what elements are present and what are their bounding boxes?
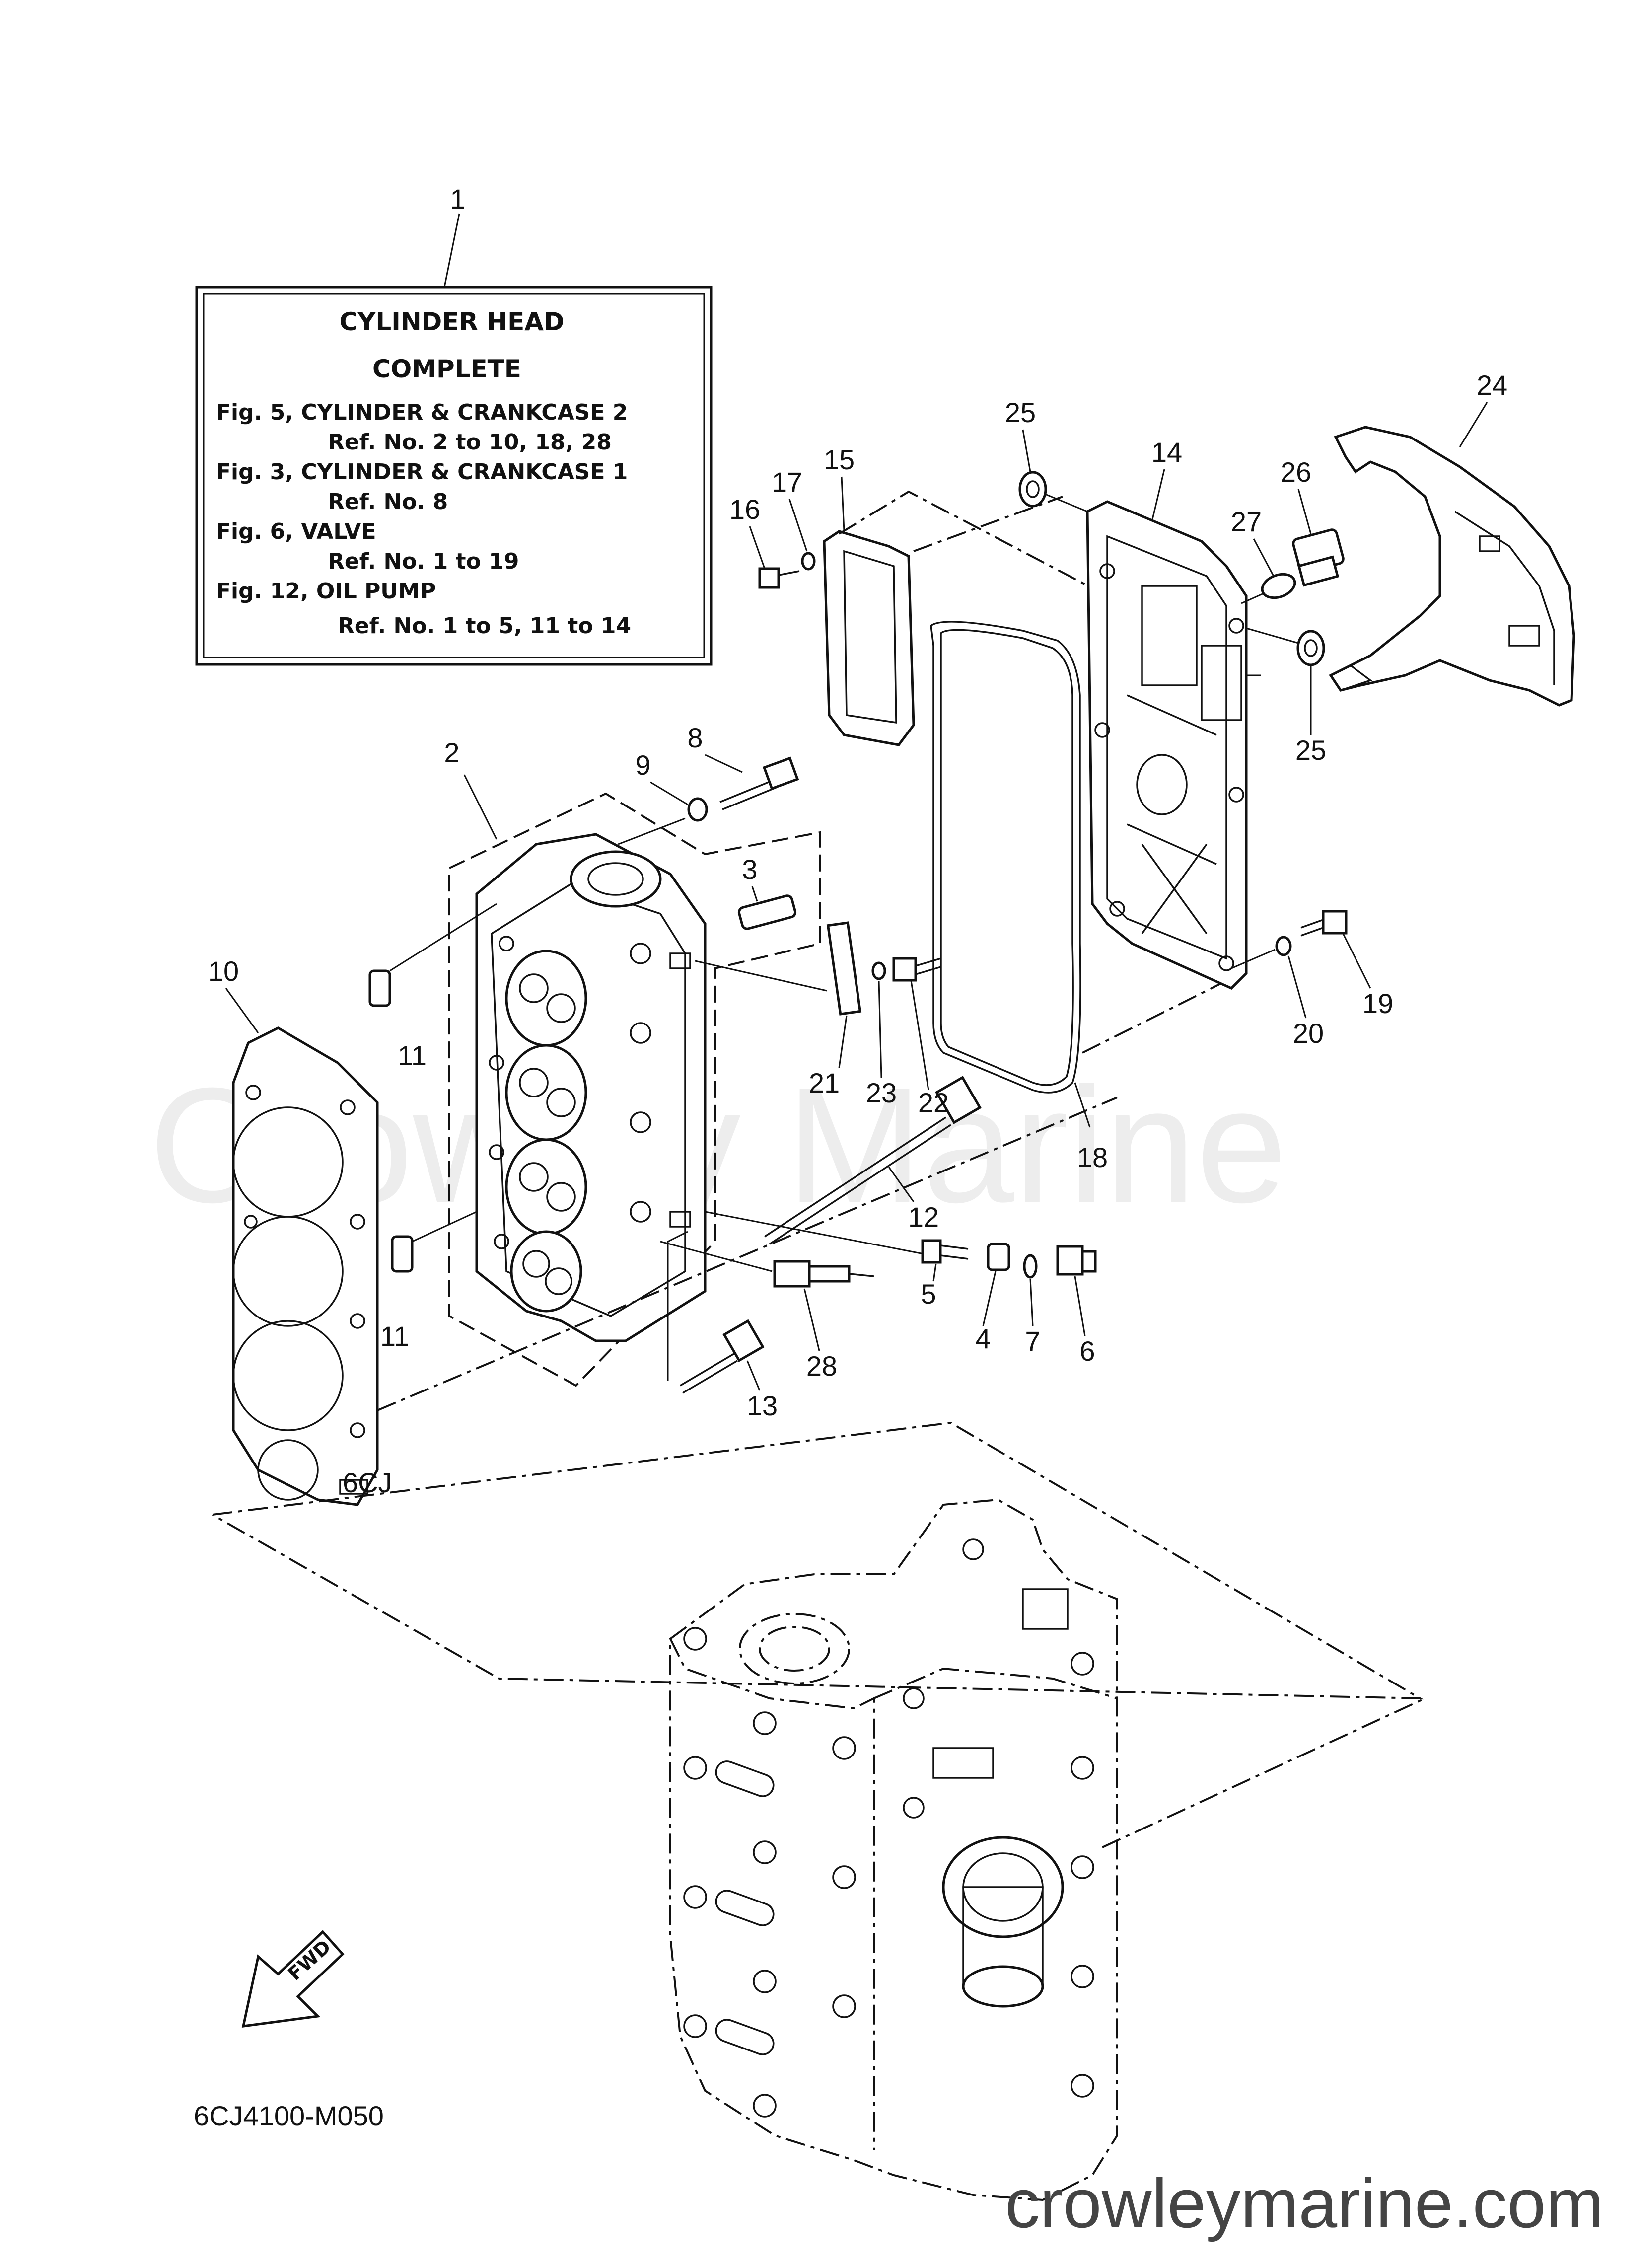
oil-cap-26: [1292, 528, 1345, 587]
callout-2: 2: [444, 737, 459, 768]
callout-11-upper: 11: [398, 1040, 427, 1071]
collar-4: [987, 1243, 1010, 1271]
callout-labels: 1 2 3 4 5 6 7 8 9 10 11 11 12 13 14 15 1…: [208, 183, 1507, 1421]
callout-25-upper: 25: [1005, 397, 1036, 428]
legend-line-6: Ref. No. 1 to 19: [328, 549, 519, 574]
legend-line-3: Fig. 3, CYLINDER & CRANKCASE 1: [216, 459, 628, 485]
bolt-16: [758, 567, 800, 589]
grommet-25-upper: [1018, 471, 1047, 508]
callout-4: 4: [975, 1323, 991, 1354]
dowel-pin-lower: [391, 1235, 414, 1273]
diagram-code: 6CJ4100-M050: [194, 2100, 384, 2131]
callout-25-lower: 25: [1295, 734, 1326, 766]
crankcase-block: [212, 1421, 1426, 2201]
bolt-8: [719, 756, 799, 810]
callout-14: 14: [1151, 437, 1182, 468]
bracket-24: [1329, 426, 1575, 707]
callout-21: 21: [809, 1067, 840, 1098]
callout-9: 9: [635, 749, 650, 781]
bolt-19: [1300, 910, 1348, 937]
plug-6: [1056, 1245, 1097, 1276]
callout-26: 26: [1281, 456, 1311, 488]
callout-28: 28: [806, 1350, 837, 1382]
cover-14: [1086, 500, 1248, 990]
callout-11-lower: 11: [380, 1320, 409, 1352]
gasket-18: [930, 621, 1081, 1094]
callout-23: 23: [866, 1077, 897, 1108]
callout-16: 16: [729, 494, 760, 525]
fwd-arrow: FWD: [241, 1930, 345, 2028]
site-url: crowleymarine.com: [1005, 2164, 1604, 2242]
callout-10: 10: [208, 955, 239, 987]
callout-1: 1: [450, 183, 465, 215]
callout-19: 19: [1362, 988, 1393, 1019]
gasket-stamp: 6CJ: [343, 1467, 392, 1498]
legend-line-7: Fig. 12, OIL PUMP: [216, 579, 436, 604]
callout-15: 15: [824, 444, 855, 475]
legend-title-2: COMPLETE: [372, 355, 521, 383]
legend-line-1: Fig. 5, CYLINDER & CRANKCASE 2: [216, 400, 628, 425]
head-gasket: 6CJ: [232, 1026, 392, 1506]
o-ring-7: [1023, 1254, 1038, 1279]
legend-line-5: Fig. 6, VALVE: [216, 519, 376, 544]
callout-20: 20: [1293, 1018, 1324, 1049]
callout-24: 24: [1477, 369, 1507, 401]
bolt-12: [764, 1076, 982, 1245]
callout-6: 6: [1079, 1335, 1095, 1367]
callout-3: 3: [742, 854, 757, 885]
callout-13: 13: [747, 1390, 778, 1421]
bolt-5: [921, 1239, 969, 1264]
part-3: [737, 894, 797, 930]
callout-22: 22: [918, 1087, 949, 1118]
legend-box: CYLINDER HEAD COMPLETE Fig. 5, CYLINDER …: [195, 286, 713, 666]
dowel-pin-upper: [368, 969, 391, 1007]
bolt-13: [680, 1319, 765, 1394]
callout-12: 12: [908, 1201, 939, 1233]
callout-8: 8: [687, 722, 703, 753]
callout-17: 17: [772, 466, 802, 498]
o-ring-27: [1261, 573, 1296, 599]
washer-20: [1275, 936, 1292, 956]
washer-17: [801, 552, 816, 571]
spark-plug-28: [773, 1260, 874, 1288]
legend-line-4: Ref. No. 8: [328, 489, 448, 514]
plate-21: [826, 921, 862, 1016]
cover-15: [823, 530, 915, 746]
callout-5: 5: [921, 1278, 936, 1310]
legend-line-2: Ref. No. 2 to 10, 18, 28: [328, 430, 612, 455]
legend-title-1: CYLINDER HEAD: [340, 307, 565, 336]
washer-9: [687, 797, 708, 822]
cylinder-head: [448, 792, 821, 1387]
callout-18: 18: [1077, 1142, 1108, 1173]
washer-23: [871, 961, 886, 980]
callout-7: 7: [1025, 1325, 1040, 1357]
bolt-22: [892, 957, 941, 982]
legend-line-8: Ref. No. 1 to 5, 11 to 14: [338, 613, 631, 639]
callout-27: 27: [1231, 506, 1262, 537]
grommet-25-lower: [1296, 630, 1325, 666]
